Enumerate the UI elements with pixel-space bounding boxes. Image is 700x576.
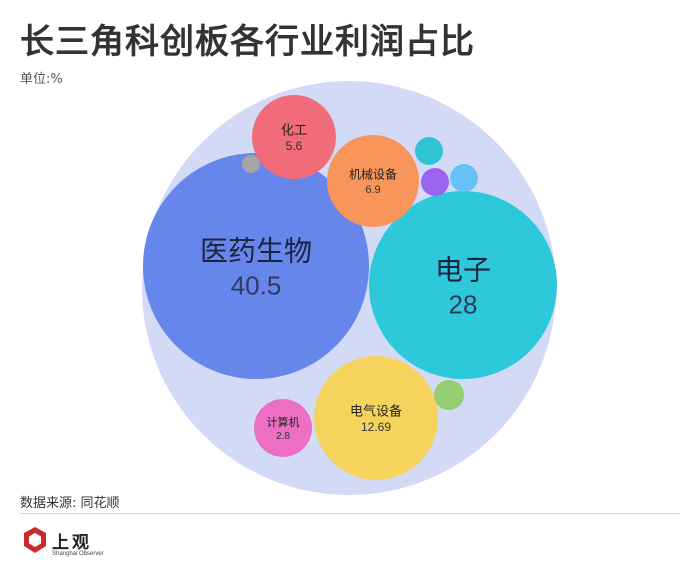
logo-text: 上观: [52, 533, 92, 553]
bubble-电气设备: [314, 356, 438, 480]
bubble-label: 计算机: [267, 415, 300, 429]
bubble-label: 电气设备: [350, 403, 402, 419]
logo-icon: [24, 527, 46, 553]
bubble-value: 6.9: [365, 184, 380, 196]
unit-label: 单位:%: [20, 72, 63, 87]
bubble-计算机: [254, 399, 312, 457]
bubble-small-6: [242, 155, 260, 173]
bubble-医药生物: [143, 153, 369, 379]
logo: 上观 Shanghai Observer: [22, 526, 112, 566]
bubble-label: 机械设备: [349, 167, 397, 182]
bubble-value: 5.6: [286, 139, 303, 153]
bubble-label: 化工: [281, 123, 307, 138]
data-source: 数据来源: 同花顺: [20, 496, 120, 511]
bubble-label: 电子: [435, 253, 491, 286]
bubble-small-8: [421, 168, 449, 196]
bubble-small-9: [450, 164, 478, 192]
page-title: 长三角科创板各行业利润占比: [20, 22, 475, 62]
bubble-value: 28: [449, 290, 478, 320]
bubble-value: 40.5: [231, 271, 282, 301]
logo-subtitle: Shanghai Observer: [52, 551, 104, 557]
bubble-value: 2.8: [276, 431, 290, 442]
bubble-化工: [252, 95, 336, 179]
bubble-电子: [369, 191, 557, 379]
bubble-label: 医药生物: [200, 234, 312, 267]
bubble-small-10: [434, 380, 464, 410]
bubble-机械设备: [327, 135, 419, 227]
bubble-small-7: [415, 137, 443, 165]
bubble-value: 12.69: [361, 420, 391, 434]
footer-divider: [20, 513, 680, 514]
